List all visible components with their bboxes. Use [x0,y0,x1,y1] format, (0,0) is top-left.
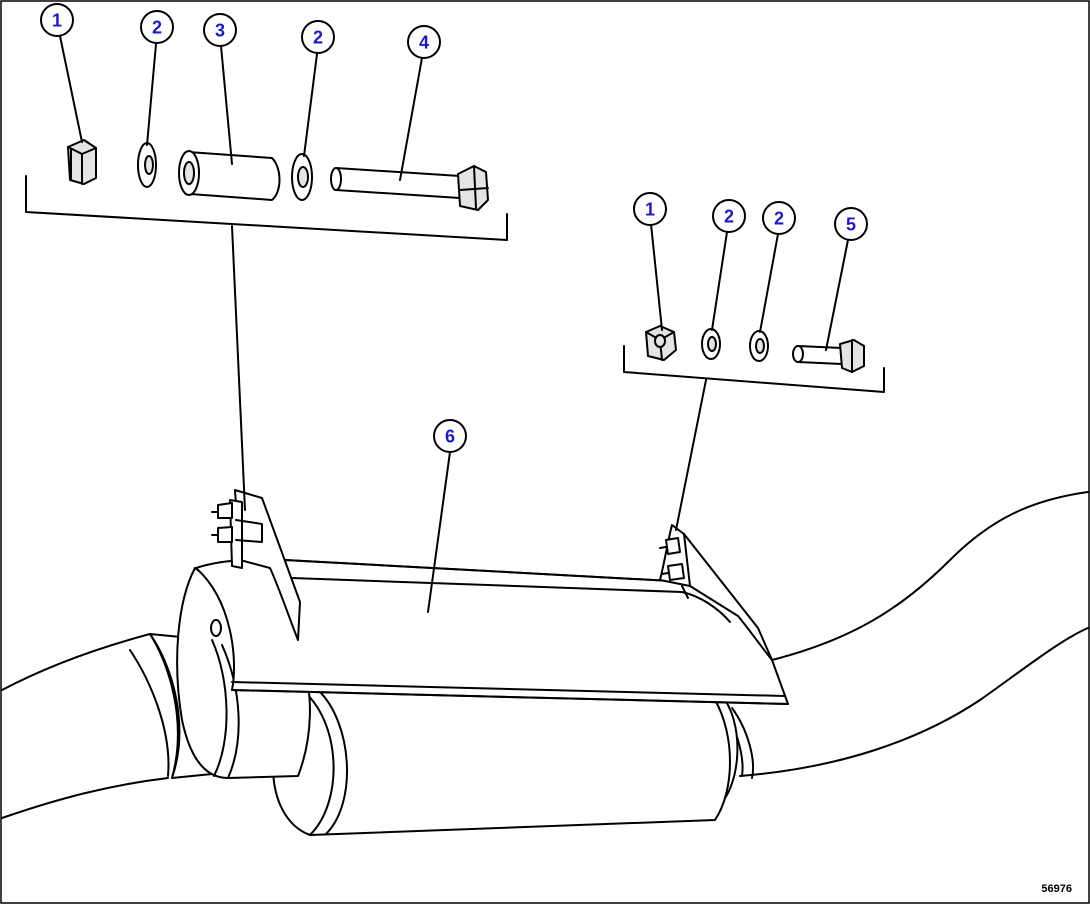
long-bolt [330,165,489,211]
hardware-kit-right [623,325,885,531]
callout-2-right-a[interactable]: 2 [712,199,746,233]
muffler-body [272,689,739,836]
callout-label: 3 [215,21,225,41]
hex-nut [67,139,97,185]
exhaust-pipe-right [721,491,1089,779]
washer [701,328,721,360]
callout-label: 5 [846,215,856,235]
figure-id: 56976 [1041,883,1072,895]
short-bolt [792,339,865,373]
callout-6[interactable]: 6 [433,419,467,453]
spacer-sleeve [178,150,281,201]
callout-label: 1 [52,11,62,31]
hardware-kit-left [25,139,508,511]
washer [749,330,769,362]
callout-label: 2 [774,209,784,229]
callout-label: 1 [645,200,655,220]
callout-2-left-b[interactable]: 2 [301,20,335,54]
callout-1-left[interactable]: 1 [40,3,74,37]
callout-1-right[interactable]: 1 [633,192,667,226]
callout-5[interactable]: 5 [834,207,868,241]
callout-label: 6 [445,427,455,447]
callout-label: 2 [724,207,734,227]
callout-label: 2 [152,18,162,38]
callout-leaders [59,35,849,613]
callout-2-right-b[interactable]: 2 [762,201,796,235]
callout-4[interactable]: 4 [407,25,441,59]
callout-3[interactable]: 3 [203,13,237,47]
washer [137,142,157,188]
heat-shield-cover [195,489,789,705]
callout-label: 4 [419,33,429,53]
callout-2-left-a[interactable]: 2 [140,10,174,44]
washer [291,153,313,201]
callout-label: 2 [313,28,323,48]
hex-nut [645,325,677,361]
